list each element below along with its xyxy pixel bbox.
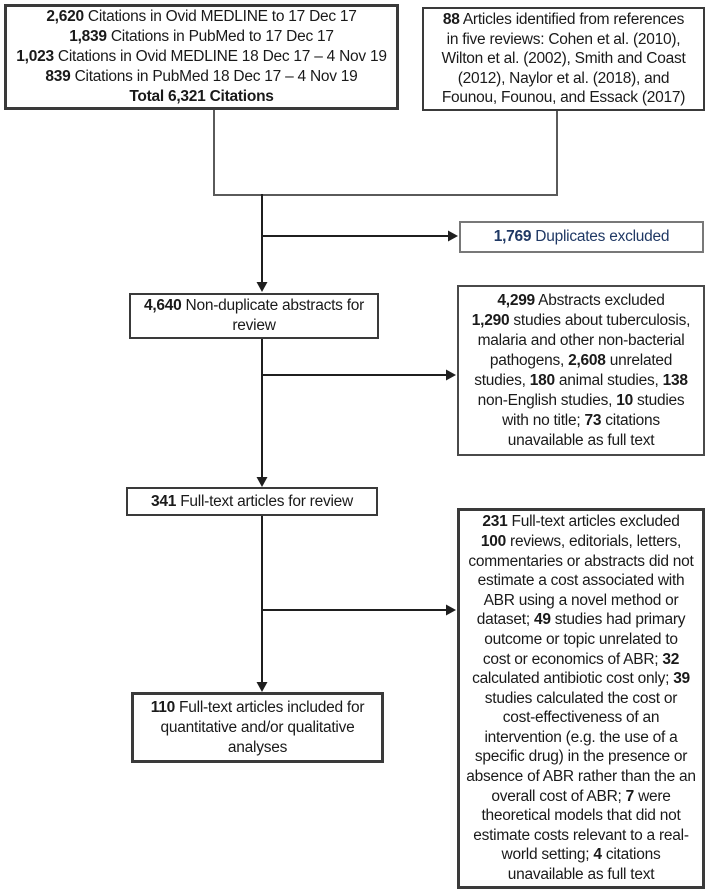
text-line: estimate costs relevant to a real- xyxy=(473,826,689,844)
arrowhead-to-included xyxy=(256,682,268,692)
text-line: in five reviews: Cohen et al. (2010), xyxy=(446,30,681,48)
text-line: cost or economics of ABR; 32 xyxy=(482,650,680,668)
text-line: ABR using a novel method or xyxy=(483,591,679,609)
text-line: pathogens, 2,608 unrelated xyxy=(489,351,673,369)
text-line: theoretical models that did not xyxy=(481,807,681,825)
text-line: cost-effectiveness of an xyxy=(502,709,660,727)
text-line: 341 Full-text articles for review xyxy=(151,492,353,510)
text-line: calculated antibiotic cost only; 39 xyxy=(472,670,690,688)
text-line: review xyxy=(232,317,276,334)
text-line: with no title; 73 citations xyxy=(502,411,660,429)
text-line: estimate a cost associated with xyxy=(477,572,685,590)
text-line: commentaries or abstracts did not xyxy=(468,552,694,570)
arrowhead-to-fulltext xyxy=(256,477,268,487)
text-line: outcome or topic unrelated to xyxy=(484,630,678,648)
text-line: intervention (e.g. the use of a xyxy=(484,728,678,746)
box-full-text-review: 341 Full-text articles for review xyxy=(126,487,378,516)
arrowhead-to-nondup xyxy=(256,282,268,292)
text-line: unavailable as full text xyxy=(507,866,655,884)
text-line: malaria and other non-bacterial xyxy=(477,331,685,349)
text-line: 2,620 Citations in Ovid MEDLINE to 17 De… xyxy=(46,8,357,25)
text-line: overall cost of ABR; 7 were xyxy=(491,787,671,805)
text-line: 4,299 Abstracts excluded xyxy=(497,291,665,309)
box-duplicates-excluded: 1,769 Duplicates excluded xyxy=(459,221,704,253)
text-line: specific drug) in the presence or xyxy=(474,748,688,766)
text-line: Founou, Founou, and Essack (2017) xyxy=(441,89,686,107)
text-line: 1,839 Citations in PubMed to 17 Dec 17 xyxy=(69,28,334,45)
text-line: unavailable as full text xyxy=(507,431,655,449)
text-line: studies calculated the cost or xyxy=(484,689,678,707)
text-line: studies, 180 animal studies, 138 xyxy=(474,371,688,389)
text-line: 231 Full-text articles excluded xyxy=(482,513,680,531)
text-line: 110 Full-text articles included for xyxy=(150,698,365,716)
box-non-duplicate-abstracts: 4,640 Non-duplicate abstracts for review xyxy=(129,293,379,339)
box-citations-identified: 2,620 Citations in Ovid MEDLINE to 17 De… xyxy=(4,4,399,110)
text-line: 4,640 Non-duplicate abstracts for xyxy=(143,297,365,314)
text-line: 1,290 studies about tuberculosis, xyxy=(471,311,691,329)
text-line: (2012), Naylor et al. (2018), and xyxy=(457,69,670,87)
text-line: analyses xyxy=(227,738,288,756)
text-line: Total 6,321 Citations xyxy=(129,88,274,105)
text-line: 1,769 Duplicates excluded xyxy=(493,228,670,245)
box-included-articles: 110 Full-text articles included for quant… xyxy=(131,692,384,763)
text-line: non-English studies, 10 studies xyxy=(477,391,685,409)
text-line: absence of ABR rather than the an xyxy=(466,768,696,786)
text-line: 100 reviews, editorials, letters, xyxy=(480,532,682,550)
text-line: Wilton et al. (2002), Smith and Coast xyxy=(441,50,686,68)
arrowhead-to-fulltext-excluded xyxy=(446,604,456,616)
text-line: dataset; 49 studies had primary xyxy=(476,611,686,629)
arrowhead-to-abstracts-excluded xyxy=(446,369,456,381)
text-line: quantitative and/or qualitative xyxy=(160,718,355,736)
box-abstracts-excluded: 4,299 Abstracts excluded 1,290 studies ab… xyxy=(457,285,705,456)
text-line: 839 Citations in PubMed 18 Dec 17 – 4 No… xyxy=(45,68,358,85)
text-line: 1,023 Citations in Ovid MEDLINE 18 Dec 1… xyxy=(16,48,387,65)
text-line: world setting; 4 citations xyxy=(501,846,661,864)
text-line: 88 Articles identified from references xyxy=(442,11,685,29)
arrowhead-to-duplicates xyxy=(448,230,458,242)
